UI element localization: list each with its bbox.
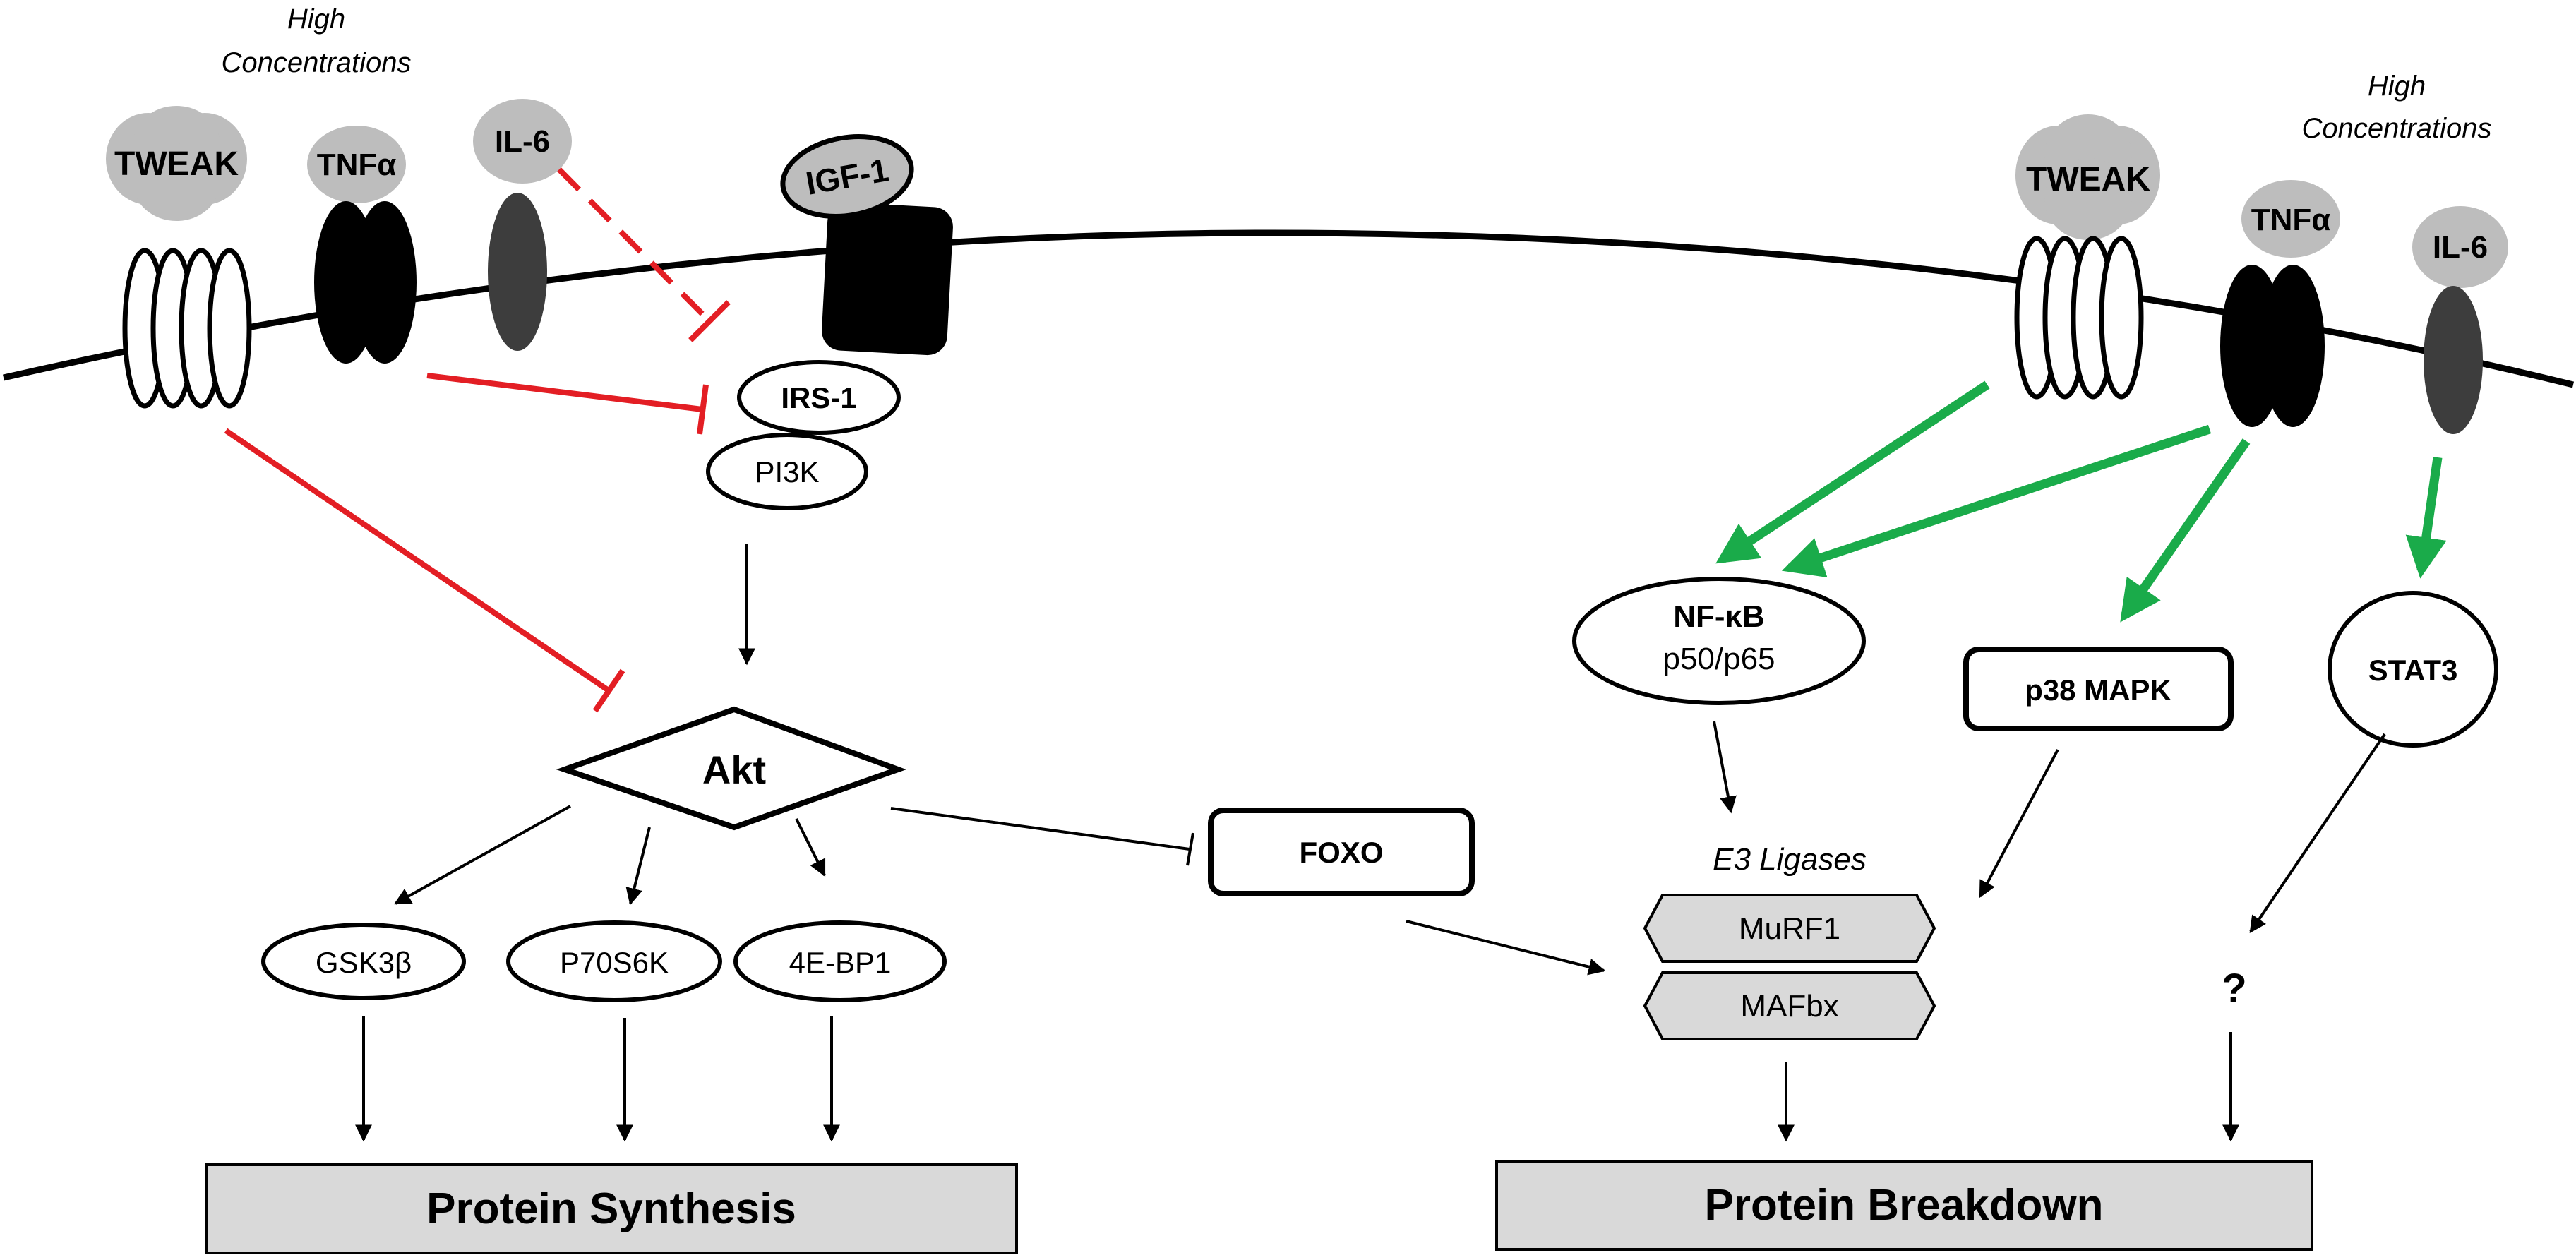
inhibition-lines-left xyxy=(224,167,731,713)
p38-mapk-label: p38 MAPK xyxy=(2025,673,2171,707)
unknown-target-label: ? xyxy=(2222,966,2246,1012)
tweak-receptor-right xyxy=(2014,236,2144,400)
nfkb-subunits-label: p50/p65 xyxy=(1663,642,1775,676)
protein-breakdown-box xyxy=(1495,1160,2313,1251)
protein-synthesis-box xyxy=(205,1163,1018,1254)
igf1-ligand xyxy=(780,134,914,219)
p38-mapk-node xyxy=(1963,647,2234,731)
tnfa-receptor-left xyxy=(314,201,417,364)
mafbx-label: MAFbx xyxy=(1740,989,1838,1024)
cell-membrane xyxy=(3,229,2575,388)
foxo-node xyxy=(1208,808,1475,896)
tweak-ligand-left xyxy=(106,106,247,221)
igf1-receptor xyxy=(822,202,953,356)
tnfa-label-left: TNFα xyxy=(317,148,397,182)
arrows-to-e3-ligases xyxy=(1713,721,2386,933)
tweak-label-right: TWEAK xyxy=(2026,161,2150,198)
pi3k-label: PI3K xyxy=(755,455,819,488)
p70s6k-node xyxy=(506,920,722,1002)
tnfa-receptor-right xyxy=(2220,265,2325,427)
protein-synthesis-label: Protein Synthesis xyxy=(426,1184,796,1233)
4ebp1-node xyxy=(733,920,947,1002)
arrow-foxo-e3 xyxy=(1406,920,1606,976)
gsk3b-node xyxy=(261,923,466,1000)
stat3-label: STAT3 xyxy=(2368,654,2458,687)
murf1-node xyxy=(1643,894,1936,963)
il6-label-right: IL-6 xyxy=(2433,230,2488,265)
gsk3b-label: GSK3β xyxy=(316,946,412,979)
tweak-label-left: TWEAK xyxy=(114,145,239,183)
4ebp1-label: 4E-BP1 xyxy=(789,946,892,979)
protein-breakdown-label: Protein Breakdown xyxy=(1705,1181,2104,1230)
activation-arrows xyxy=(1715,380,2447,623)
high-concentrations-left-line2: Concentrations xyxy=(221,47,411,78)
high-concentrations-left-line1: High xyxy=(287,4,345,35)
irs1-node xyxy=(737,360,901,435)
p70s6k-label: P70S6K xyxy=(560,946,669,979)
murf1-label: MuRF1 xyxy=(1739,911,1840,946)
foxo-label: FOXO xyxy=(1299,836,1383,869)
tweak-receptor-left xyxy=(122,248,252,409)
irs1-label: IRS-1 xyxy=(781,381,856,414)
akt-label: Akt xyxy=(702,748,766,792)
pi3k-node xyxy=(706,433,868,510)
high-concentrations-right-line1: High xyxy=(2368,71,2426,102)
e3-ligases-label: E3 Ligases xyxy=(1713,842,1867,877)
high-concentrations-right-line2: Concentrations xyxy=(2301,113,2491,144)
il6-receptor-left xyxy=(488,193,547,351)
mafbx-node xyxy=(1643,971,1936,1040)
il6-receptor-right xyxy=(2424,286,2483,434)
il6-ligand-left xyxy=(473,99,572,184)
tnfa-label-right: TNFα xyxy=(2251,203,2331,237)
arrows-to-protein-synthesis xyxy=(355,1016,840,1142)
akt-node xyxy=(556,706,906,831)
stat3-node xyxy=(2328,591,2498,748)
nfkb-label: NF-κB xyxy=(1673,599,1765,634)
tnfa-ligand-left xyxy=(307,126,406,203)
akt-downstream-arrows xyxy=(393,805,826,906)
il6-label-left: IL-6 xyxy=(495,124,550,159)
il6-ligand-right xyxy=(2412,206,2508,288)
tnfa-ligand-right xyxy=(2241,180,2340,258)
tweak-ligand-right xyxy=(2015,114,2160,240)
arrows-to-protein-breakdown xyxy=(1778,1032,2239,1142)
akt-inhibits-foxo xyxy=(890,807,1194,866)
nfkb-node xyxy=(1572,577,1866,705)
